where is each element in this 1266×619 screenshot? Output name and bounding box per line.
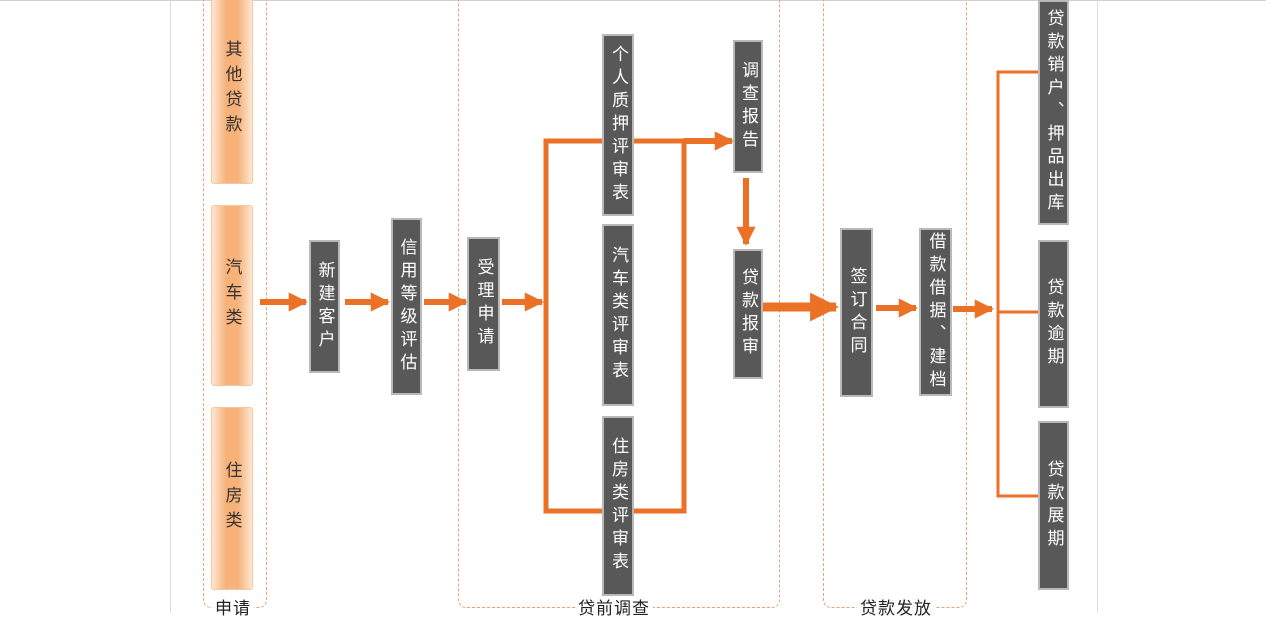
step-credit-rating-label: 信用等级评估	[396, 237, 417, 376]
step-loan-overdue-label: 贷款逾期	[1043, 278, 1064, 370]
step-new-customer-label: 新建客户	[314, 260, 335, 353]
review-bracket-right	[634, 138, 687, 514]
step-personal-pledge-review: 个人质押评审表	[602, 34, 634, 216]
step-loan-review: 贷款报审	[733, 249, 763, 379]
step-loan-note-archive-label: 借款借据、建档	[925, 231, 946, 393]
loan-type-housing: 住房类	[211, 407, 253, 590]
step-auto-review: 汽车类评审表	[602, 224, 634, 406]
step-loan-extension-label: 贷款展期	[1043, 459, 1064, 552]
step-housing-review: 住房类评审表	[602, 416, 634, 596]
loan-type-other-label: 其他贷款	[221, 40, 242, 140]
step-loan-overdue: 贷款逾期	[1038, 240, 1069, 408]
loan-type-housing-label: 住房类	[221, 461, 242, 536]
step-cancel-account-label: 贷款销户、押品出库	[1043, 9, 1064, 216]
frame-left-edge	[170, 0, 171, 613]
outcome-bracket	[996, 70, 1040, 498]
step-survey-report: 调查报告	[733, 40, 763, 173]
step-new-customer: 新建客户	[309, 240, 340, 373]
review-bracket-left	[543, 138, 604, 514]
loan-type-other: 其他贷款	[211, 0, 253, 184]
loan-type-auto-label: 汽车类	[221, 258, 242, 333]
step-accept-application: 受理申请	[467, 237, 500, 371]
step-housing-review-label: 住房类评审表	[608, 437, 628, 575]
step-loan-note-archive: 借款借据、建档	[919, 228, 952, 396]
frame-right-edge	[1097, 0, 1098, 613]
step-sign-contract: 签订合同	[840, 228, 873, 397]
loan-type-auto: 汽车类	[211, 205, 253, 386]
step-cancel-account: 贷款销户、押品出库	[1038, 0, 1069, 225]
step-loan-review-label: 贷款报审	[738, 268, 758, 360]
step-accept-application-label: 受理申请	[473, 258, 494, 350]
step-auto-review-label: 汽车类评审表	[608, 246, 628, 384]
step-credit-rating: 信用等级评估	[391, 218, 422, 395]
step-sign-contract-label: 签订合同	[846, 266, 867, 359]
step-survey-report-label: 调查报告	[738, 60, 758, 153]
top-border	[0, 0, 1266, 1]
step-loan-extension: 贷款展期	[1038, 421, 1069, 590]
step-personal-pledge-review-label: 个人质押评审表	[608, 44, 628, 206]
